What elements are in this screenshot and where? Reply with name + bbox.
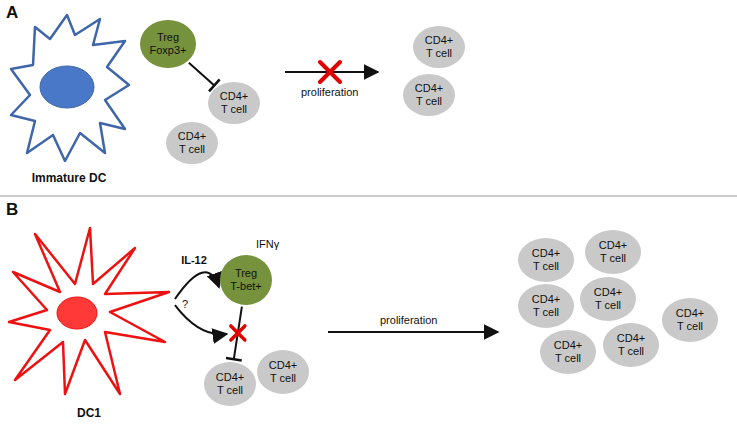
t-cell: CD4+ T cell bbox=[518, 238, 574, 282]
t-cell: CD4+ T cell bbox=[603, 323, 659, 367]
cell-label: CD4+ T cell bbox=[591, 286, 625, 312]
cell-label: CD4+ T cell bbox=[266, 359, 300, 385]
panel-letter: A bbox=[6, 4, 18, 22]
t-cell: CD4+ T cell bbox=[580, 277, 636, 321]
cell-label: CD4+ T cell bbox=[422, 34, 456, 60]
cell-label: CD4+ T cell bbox=[412, 82, 446, 108]
cell-label: CD4+ T cell bbox=[529, 293, 563, 319]
treg-cell: TregFoxp3+ bbox=[140, 20, 196, 68]
process-label: proliferation bbox=[301, 86, 358, 99]
cell-label: Foxp3+ bbox=[150, 44, 187, 57]
inhibition-line bbox=[189, 63, 214, 86]
signal-arrow bbox=[175, 272, 219, 299]
cell-outline bbox=[5, 5, 133, 187]
cell-label: CD4+ T cell bbox=[213, 371, 247, 397]
t-cell: CD4+ T cell bbox=[585, 230, 641, 274]
t-cell: CD4+ T cell bbox=[257, 350, 309, 394]
t-cell: CD4+ T cell bbox=[166, 122, 218, 164]
panel-letter: B bbox=[6, 201, 18, 219]
t-cell: CD4+ T cell bbox=[403, 74, 455, 116]
t-cell: CD4+ T cell bbox=[204, 362, 256, 406]
cell-label: CD4+ T cell bbox=[217, 90, 251, 116]
cell-label: Treg bbox=[235, 267, 257, 280]
cell-outline bbox=[5, 222, 173, 422]
cell-label: CD4+ T cell bbox=[529, 247, 563, 273]
proliferation-arrow bbox=[328, 331, 498, 333]
cell-label: CD4+ T cell bbox=[175, 130, 209, 156]
t-cell: CD4+ T cell bbox=[540, 330, 596, 374]
cytokine-label: IFNγ bbox=[256, 238, 279, 251]
cell-label: Treg bbox=[157, 31, 179, 44]
cell-label: T-bet+ bbox=[230, 280, 262, 293]
block-cross bbox=[320, 62, 340, 82]
cell-label: CD4+ T cell bbox=[673, 307, 707, 333]
edge-label: IL-12 bbox=[179, 254, 209, 267]
t-cell: CD4+ T cell bbox=[413, 26, 465, 68]
process-label: proliferation bbox=[380, 314, 437, 327]
dendritic-cell: DC1 bbox=[5, 222, 173, 422]
cell-label: CD4+ T cell bbox=[596, 239, 630, 265]
panel-divider bbox=[0, 196, 737, 197]
t-cell: CD4+ T cell bbox=[208, 82, 260, 124]
t-cell: CD4+ T cell bbox=[518, 284, 574, 328]
t-cell: CD4+ T cell bbox=[662, 298, 718, 342]
cell-name: DC1 bbox=[5, 407, 173, 420]
cell-label: CD4+ T cell bbox=[551, 339, 585, 365]
block-cross bbox=[231, 326, 245, 340]
cell-label: CD4+ T cell bbox=[614, 332, 648, 358]
question-mark: ? bbox=[182, 298, 188, 311]
treg-cell: TregT-bet+ bbox=[220, 255, 272, 305]
dendritic-cell: Immature DC bbox=[5, 5, 133, 187]
cell-name: Immature DC bbox=[5, 172, 133, 185]
